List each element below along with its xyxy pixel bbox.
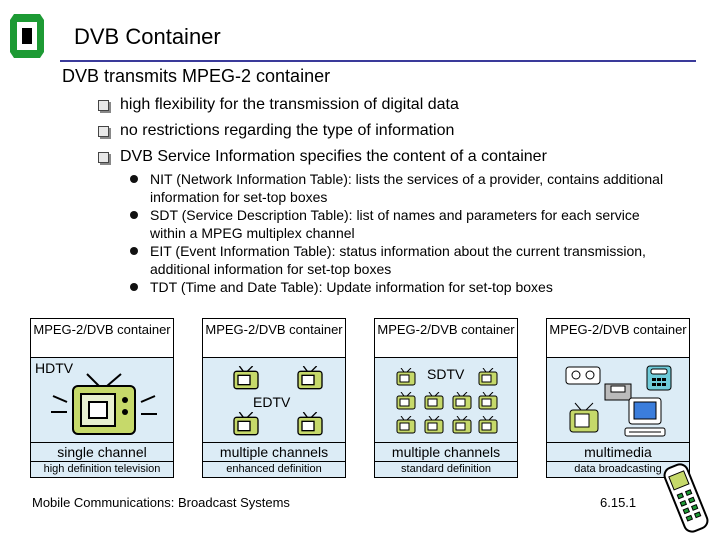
checkbox-bullet-icon bbox=[98, 126, 109, 137]
dot-bullet-icon bbox=[130, 283, 138, 291]
column-subtitle: multiple channels bbox=[374, 442, 518, 462]
column-illustration: SDTV bbox=[374, 358, 518, 442]
main-heading: DVB transmits MPEG-2 container bbox=[62, 66, 331, 86]
dot-bullet-icon bbox=[130, 247, 138, 255]
column-footnote: standard definition bbox=[374, 462, 518, 478]
small-tv-icon bbox=[424, 392, 444, 410]
sub-bullet-list: NIT (Network Information Table): lists t… bbox=[130, 170, 670, 296]
checkbox-bullet-icon bbox=[98, 152, 109, 163]
university-logo-icon bbox=[10, 14, 44, 58]
tv-label: HDTV bbox=[35, 360, 74, 376]
small-tv-icon bbox=[478, 416, 498, 434]
column-illustration bbox=[546, 358, 690, 442]
computer-icon bbox=[624, 397, 666, 437]
small-tv-icon bbox=[297, 412, 323, 436]
sub-bullet-item: EIT (Event Information Table): status in… bbox=[130, 242, 670, 278]
small-tv-icon bbox=[452, 416, 472, 434]
bullet-item: no restrictions regarding the type of in… bbox=[98, 118, 658, 144]
footer-page-number: 6.15.1 bbox=[600, 495, 637, 510]
column-subtitle: single channel bbox=[30, 442, 174, 462]
large-tv-icon bbox=[51, 373, 157, 435]
footer-course-title: Mobile Communications: Broadcast Systems bbox=[32, 495, 290, 510]
small-tv-icon bbox=[478, 368, 498, 386]
bullet-list: high flexibility for the transmission of… bbox=[98, 92, 658, 170]
tv-label: SDTV bbox=[427, 366, 465, 382]
small-tv-icon bbox=[233, 366, 259, 390]
sub-bullet-item: NIT (Network Information Table): lists t… bbox=[130, 170, 670, 206]
bullet-item: DVB Service Information specifies the co… bbox=[98, 144, 658, 170]
telephone-icon bbox=[646, 365, 672, 391]
column-header: MPEG-2/DVB container bbox=[202, 318, 346, 358]
floppy-disk-icon bbox=[604, 383, 632, 401]
small-tv-icon bbox=[396, 416, 416, 434]
dot-bullet-icon bbox=[130, 175, 138, 183]
dot-bullet-icon bbox=[130, 211, 138, 219]
column-subtitle: multiple channels bbox=[202, 442, 346, 462]
column-illustration: EDTV bbox=[202, 358, 346, 442]
bullet-item: high flexibility for the transmission of… bbox=[98, 92, 658, 118]
small-tv-icon bbox=[396, 392, 416, 410]
small-tv-icon bbox=[396, 368, 416, 386]
small-tv-icon bbox=[452, 392, 472, 410]
tv-label: EDTV bbox=[253, 394, 291, 410]
title-divider bbox=[60, 60, 696, 62]
container-column-hdtv: MPEG-2/DVB container HDTV single channel… bbox=[30, 318, 174, 478]
column-footnote: high definition television bbox=[30, 462, 174, 478]
container-column-multimedia: MPEG-2/DVB container multimedi bbox=[546, 318, 690, 478]
small-tv-icon bbox=[424, 416, 444, 434]
small-tv-icon bbox=[233, 412, 259, 436]
slide-title: DVB Container bbox=[74, 24, 221, 49]
column-header: MPEG-2/DVB container bbox=[374, 318, 518, 358]
column-illustration: HDTV bbox=[30, 358, 174, 442]
small-tv-icon bbox=[478, 392, 498, 410]
column-header: MPEG-2/DVB container bbox=[546, 318, 690, 358]
checkbox-bullet-icon bbox=[98, 100, 109, 111]
sub-bullet-item: TDT (Time and Date Table): Update inform… bbox=[130, 278, 670, 296]
sub-bullet-item: SDT (Service Description Table): list of… bbox=[130, 206, 670, 242]
small-tv-icon bbox=[297, 366, 323, 390]
column-subtitle: multimedia bbox=[546, 442, 690, 462]
column-header: MPEG-2/DVB container bbox=[30, 318, 174, 358]
cassette-icon bbox=[565, 366, 601, 385]
mobile-phone-icon bbox=[663, 463, 709, 533]
container-column-edtv: MPEG-2/DVB container EDTV multiple chann… bbox=[202, 318, 346, 478]
container-column-sdtv: MPEG-2/DVB container SDTV multiple chann… bbox=[374, 318, 518, 478]
column-footnote: data broadcasting bbox=[546, 462, 690, 478]
column-footnote: enhanced definition bbox=[202, 462, 346, 478]
small-tv-icon bbox=[569, 402, 599, 433]
